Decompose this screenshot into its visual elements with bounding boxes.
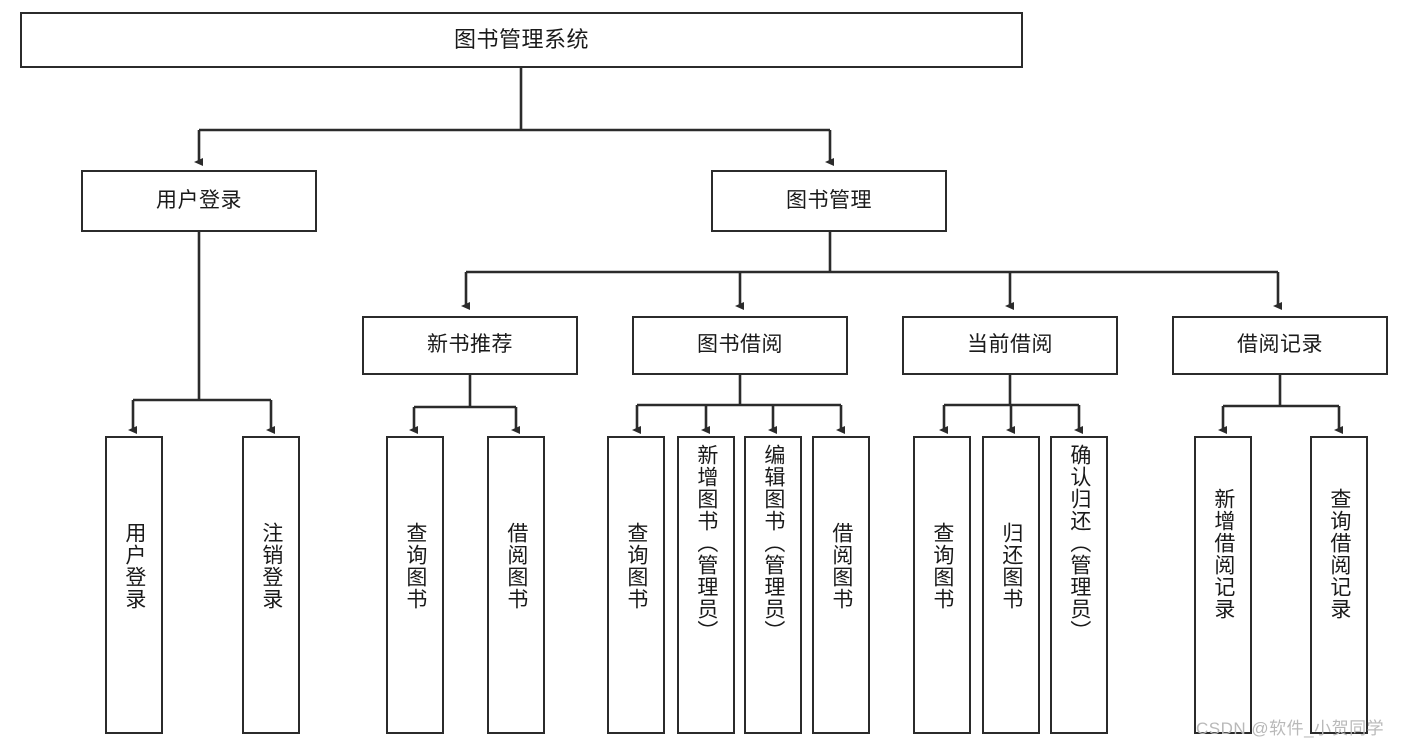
leaf-query-book-borrow[interactable]: 查询图书	[607, 436, 665, 734]
node-user-login[interactable]: 用户登录	[81, 170, 317, 232]
leaf-edit-book-admin[interactable]: 编辑图书（管理员）	[744, 436, 802, 734]
node-book-borrow[interactable]: 图书借阅	[632, 316, 848, 375]
node-book-management[interactable]: 图书管理	[711, 170, 947, 232]
watermark: CSDN @软件_小贺同学	[1196, 719, 1385, 738]
node-label: 借阅图书	[504, 522, 528, 610]
leaf-add-book-admin[interactable]: 新增图书（管理员）	[677, 436, 735, 734]
leaf-borrow-book-recommend[interactable]: 借阅图书	[487, 436, 545, 734]
leaf-logout-login[interactable]: 注销登录	[242, 436, 300, 734]
node-borrow-record[interactable]: 借阅记录	[1172, 316, 1388, 375]
node-label: 查询图书	[403, 522, 427, 610]
node-label: 查询图书	[624, 522, 648, 610]
node-label: 注销登录	[259, 522, 283, 610]
node-label: 查询借阅记录	[1327, 488, 1351, 620]
leaf-user-login[interactable]: 用户登录	[105, 436, 163, 734]
node-label: 借阅记录	[1237, 333, 1323, 357]
leaf-add-borrow-record[interactable]: 新增借阅记录	[1194, 436, 1252, 734]
node-current-borrow[interactable]: 当前借阅	[902, 316, 1118, 375]
node-label: 编辑图书（管理员）	[761, 444, 785, 642]
node-label: 查询图书	[930, 522, 954, 610]
node-label: 新增图书（管理员）	[694, 444, 718, 642]
node-root-system[interactable]: 图书管理系统	[20, 12, 1023, 68]
node-label: 用户登录	[122, 522, 146, 610]
node-label: 新书推荐	[427, 333, 513, 357]
leaf-query-borrow-record[interactable]: 查询借阅记录	[1310, 436, 1368, 734]
node-label: 图书借阅	[697, 333, 783, 357]
leaf-query-book-current[interactable]: 查询图书	[913, 436, 971, 734]
node-new-book-recommend[interactable]: 新书推荐	[362, 316, 578, 375]
node-label: 新增借阅记录	[1211, 488, 1235, 620]
leaf-return-book[interactable]: 归还图书	[982, 436, 1040, 734]
node-label: 用户登录	[156, 188, 242, 212]
node-label: 借阅图书	[829, 522, 853, 610]
node-label: 当前借阅	[967, 333, 1053, 357]
node-label: 图书管理系统	[453, 27, 589, 53]
leaf-query-book-recommend[interactable]: 查询图书	[386, 436, 444, 734]
leaf-borrow-book[interactable]: 借阅图书	[812, 436, 870, 734]
node-label: 图书管理	[786, 188, 872, 212]
node-label: 归还图书	[999, 522, 1023, 610]
leaf-confirm-return-admin[interactable]: 确认归还（管理员）	[1050, 436, 1108, 734]
node-label: 确认归还（管理员）	[1067, 444, 1091, 642]
